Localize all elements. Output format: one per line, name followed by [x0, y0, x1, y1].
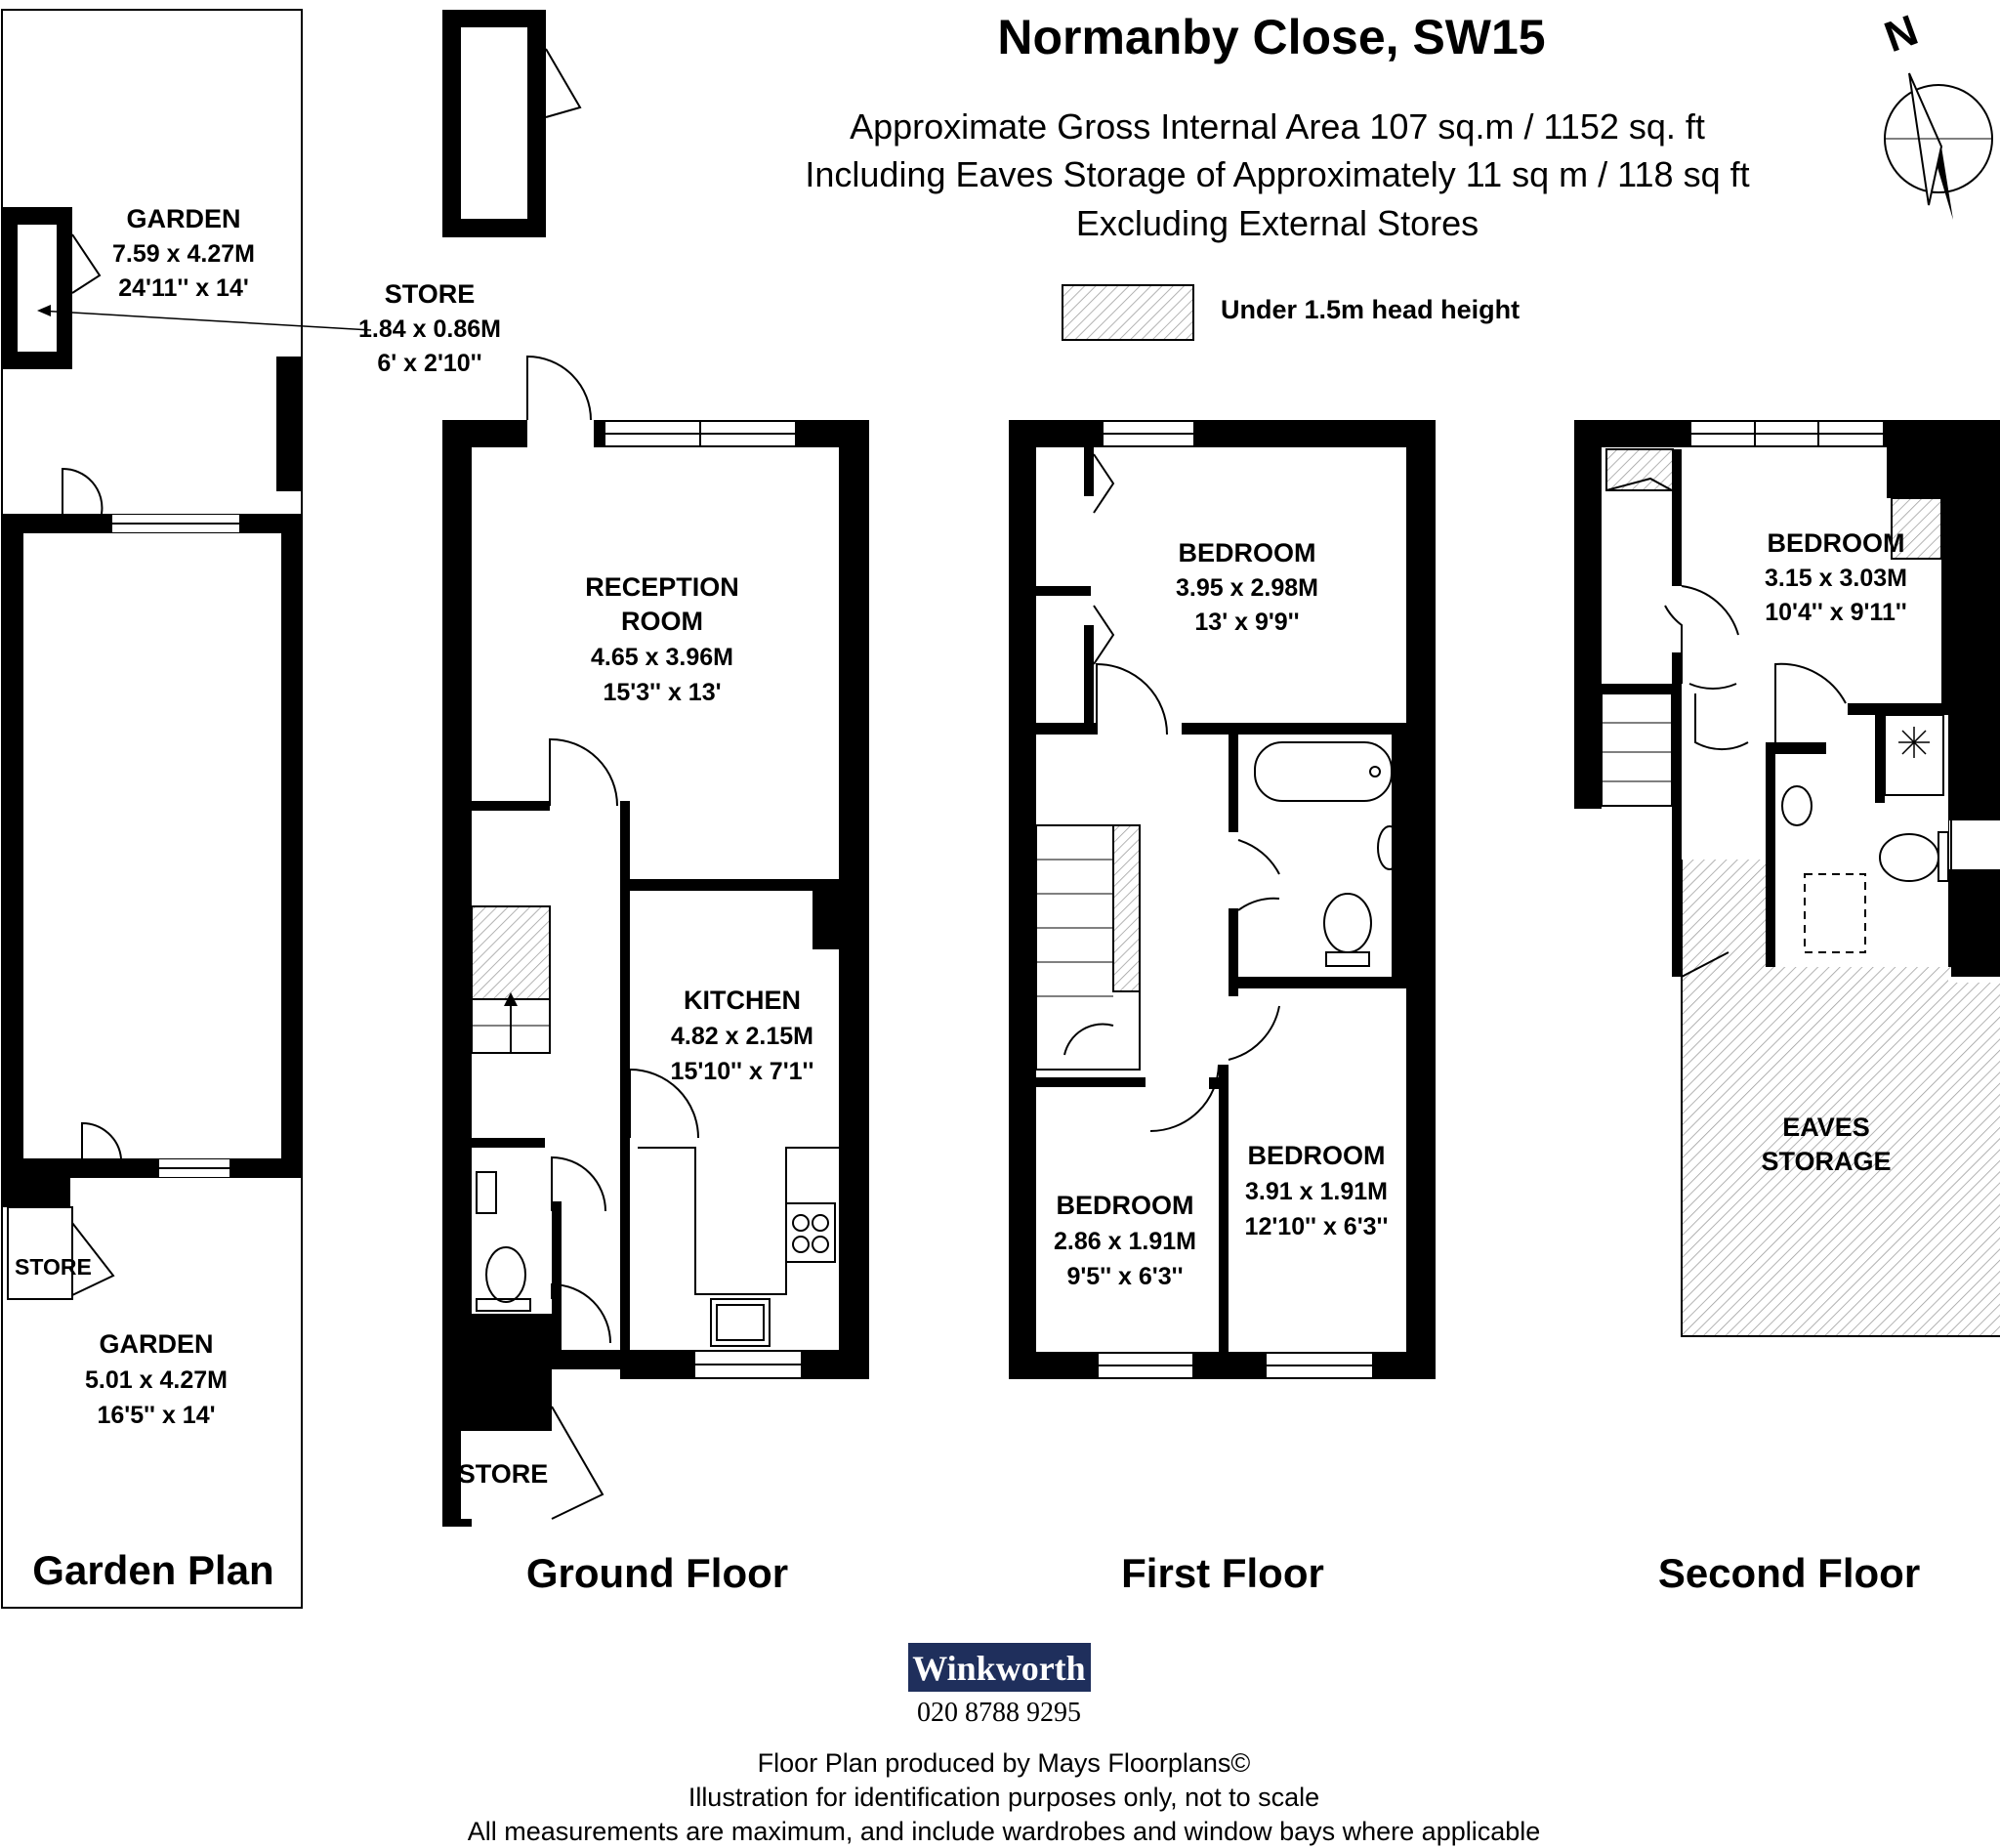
compass-north-label: N	[1879, 6, 1925, 62]
wash-basin-icon	[1781, 785, 1812, 826]
first-bedroom-rear-imperial: 13' x 9'9''	[1194, 609, 1299, 636]
head-height-legend: Under 1.5m head height	[1062, 284, 1520, 341]
page-title: Normanby Close, SW15	[997, 10, 1545, 64]
garden-bottom-metric: 5.01 x 4.27M	[85, 1366, 228, 1394]
agent-logo: Winkworth 020 8788 9295	[908, 1643, 1091, 1728]
reception-name-2: ROOM	[621, 607, 703, 636]
kitchen-imperial: 15'10'' x 7'1''	[671, 1058, 814, 1085]
first-bedroom-front-right-metric: 3.91 x 1.91M	[1245, 1178, 1388, 1205]
footer-line-1: Floor Plan produced by Mays Floorplans©	[758, 1748, 1251, 1778]
second-bedroom-metric: 3.15 x 3.03M	[1765, 565, 1907, 592]
footer-line-2: Illustration for identification purposes…	[688, 1783, 1319, 1812]
hatch-swatch	[1062, 284, 1194, 341]
garden-bottom-imperial: 16'5'' x 14'	[97, 1402, 215, 1429]
agent-name: Winkworth	[912, 1649, 1085, 1688]
first-bedroom-front-left-name: BEDROOM	[1057, 1191, 1194, 1220]
first-floor-plan: BEDROOM 3.95 x 2.98M 13' x 9'9'' BEDROOM…	[1009, 420, 1436, 1596]
first-bedroom-front-right-name: BEDROOM	[1248, 1141, 1386, 1170]
first-bedroom-front-right-imperial: 12'10'' x 6'3''	[1245, 1213, 1389, 1240]
kitchen-sink-icon	[710, 1298, 771, 1347]
store-bottom-name: STORE	[15, 1254, 92, 1280]
toilet-icon	[1323, 893, 1372, 953]
gross-area-text: Approximate Gross Internal Area 107 sq.m…	[850, 106, 1705, 147]
exclusion-text: Excluding External Stores	[1076, 203, 1479, 243]
hob-icon	[785, 1202, 836, 1263]
legend-label: Under 1.5m head height	[1221, 295, 1520, 324]
toilet-icon	[485, 1246, 526, 1303]
ground-floor-label: Ground Floor	[526, 1550, 788, 1596]
store-top-metric: 1.84 x 0.86M	[358, 315, 501, 343]
reception-metric: 4.65 x 3.96M	[591, 644, 733, 671]
shower-icon	[1884, 714, 1944, 796]
store-top-imperial: 6' x 2'10''	[377, 350, 481, 377]
kitchen-name: KITCHEN	[684, 986, 801, 1015]
eaves-name-1: EAVES	[1782, 1113, 1870, 1142]
first-bedroom-rear-metric: 3.95 x 2.98M	[1176, 574, 1318, 602]
store-top-name: STORE	[385, 279, 476, 309]
reception-imperial: 15'3'' x 13'	[603, 679, 721, 706]
first-bedroom-front-left-imperial: 9'5'' x 6'3''	[1066, 1263, 1183, 1290]
second-floor-plan: BEDROOM 3.15 x 3.03M 10'4'' x 9'11'' EAV…	[1574, 420, 2000, 1596]
garden-plan-label: Garden Plan	[32, 1547, 273, 1593]
second-bedroom-imperial: 10'4'' x 9'11''	[1765, 599, 1907, 626]
first-bedroom-rear-name: BEDROOM	[1179, 538, 1316, 567]
bathtub-icon	[1254, 741, 1393, 802]
second-floor-label: Second Floor	[1658, 1550, 1920, 1596]
wash-basin-icon	[1377, 825, 1402, 870]
reception-name-1: RECEPTION	[585, 572, 739, 602]
toilet-icon	[1879, 833, 1939, 882]
agent-phone: 020 8788 9295	[917, 1698, 1081, 1728]
footer-line-3: All measurements are maximum, and includ…	[468, 1817, 1541, 1846]
garden-top-imperial: 24'11'' x 14'	[118, 274, 249, 302]
agent-logo-box	[908, 1643, 1091, 1692]
ground-store-name: STORE	[458, 1459, 549, 1489]
garden-bottom-name: GARDEN	[99, 1329, 213, 1359]
first-bedroom-front-left-metric: 2.86 x 1.91M	[1054, 1228, 1196, 1255]
garden-plan: GARDEN 7.59 x 4.27M 24'11'' x 14' STORE …	[1, 9, 501, 1609]
garden-top-name: GARDEN	[126, 204, 240, 233]
north-arrow-icon: N	[1879, 6, 1993, 220]
eaves-area-text: Including Eaves Storage of Approximately…	[805, 154, 1749, 194]
ground-floor-plan: RECEPTION ROOM 4.65 x 3.96M 15'3'' x 13'…	[442, 10, 869, 1596]
garden-top-metric: 7.59 x 4.27M	[112, 240, 255, 268]
eaves-name-2: STORAGE	[1761, 1147, 1891, 1176]
first-floor-label: First Floor	[1121, 1550, 1324, 1596]
kitchen-metric: 4.82 x 2.15M	[671, 1023, 813, 1050]
second-bedroom-name: BEDROOM	[1768, 528, 1905, 558]
